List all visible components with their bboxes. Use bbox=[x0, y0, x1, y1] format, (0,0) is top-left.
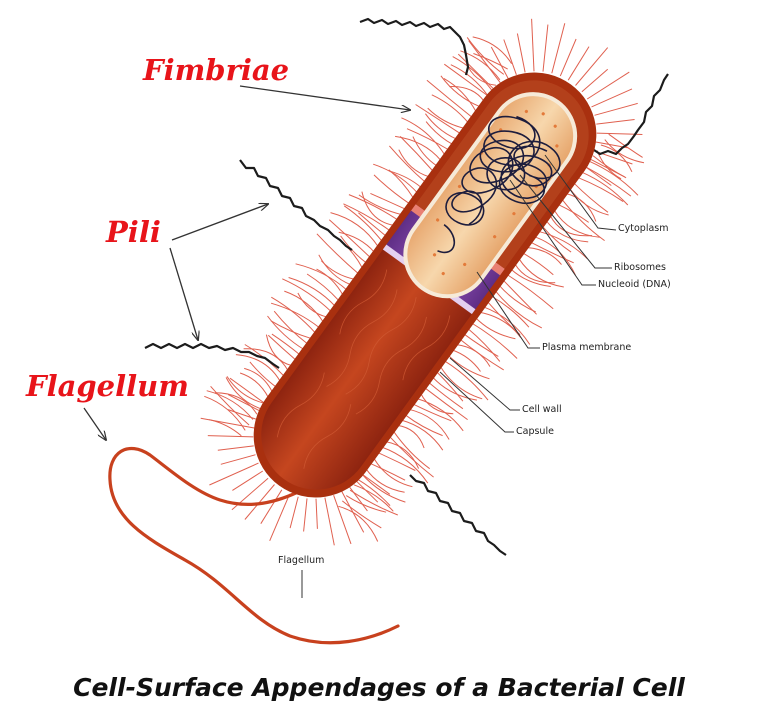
fimbria bbox=[504, 40, 517, 75]
fimbria bbox=[389, 170, 414, 199]
fimbria bbox=[596, 120, 634, 125]
fimbria bbox=[250, 362, 277, 387]
fimbria bbox=[399, 150, 430, 177]
fimbria bbox=[407, 129, 449, 150]
cell-wall-label: Cell wall bbox=[522, 405, 562, 415]
fimbria bbox=[592, 89, 633, 107]
bacterial-body bbox=[229, 46, 622, 522]
fimbria bbox=[321, 261, 355, 280]
fimbria bbox=[289, 278, 336, 307]
fimbria bbox=[589, 161, 638, 195]
fimbria bbox=[325, 498, 334, 546]
fimbria bbox=[304, 498, 307, 531]
fimbria bbox=[268, 316, 305, 350]
fimbria bbox=[515, 264, 556, 283]
fimbria bbox=[268, 335, 296, 360]
fimbria bbox=[208, 436, 254, 437]
fimbria bbox=[483, 307, 530, 345]
fimbria bbox=[401, 420, 443, 450]
fimbria bbox=[221, 455, 256, 465]
fimbria bbox=[296, 264, 348, 290]
pili-arrow-upper bbox=[172, 204, 268, 240]
fimbria bbox=[209, 420, 241, 436]
fimbria bbox=[331, 213, 379, 247]
fimbria bbox=[393, 431, 430, 469]
fimbria bbox=[374, 175, 410, 204]
fimbria bbox=[395, 136, 441, 160]
fimbria bbox=[341, 236, 367, 263]
fimbria bbox=[370, 463, 405, 480]
fimbria bbox=[534, 237, 575, 275]
flagellum-arrow bbox=[84, 408, 106, 440]
fimbria bbox=[444, 64, 488, 96]
fimbria bbox=[595, 103, 638, 115]
fimbria bbox=[530, 242, 573, 263]
pilus-bottom-right bbox=[410, 475, 506, 555]
fimbriae-arrow bbox=[240, 86, 410, 110]
diagram-caption: Cell-Surface Appendages of a Bacterial C… bbox=[0, 675, 758, 700]
ribosomes-label: Ribosomes bbox=[614, 263, 666, 273]
plasma-membrane-label: Plasma membrane bbox=[542, 343, 631, 353]
pilus-left-upper bbox=[240, 160, 352, 250]
fimbria bbox=[428, 108, 465, 128]
fimbria bbox=[389, 146, 425, 182]
fimbria bbox=[532, 19, 534, 72]
fimbria bbox=[587, 72, 629, 99]
flagellum-label: Flagellum bbox=[26, 372, 189, 401]
fimbria bbox=[460, 339, 504, 370]
fimbria bbox=[503, 280, 537, 315]
fimbria bbox=[209, 463, 258, 485]
fimbria bbox=[436, 372, 463, 402]
fimbria bbox=[526, 248, 561, 265]
capsule-label: Capsule bbox=[516, 427, 554, 437]
fimbria bbox=[576, 48, 608, 86]
fimbria bbox=[543, 25, 548, 72]
fimbria bbox=[232, 471, 262, 490]
fimbria bbox=[517, 34, 525, 73]
fimbria bbox=[333, 236, 362, 269]
fimbria bbox=[577, 177, 623, 201]
fimbria bbox=[426, 122, 453, 145]
fimbria bbox=[523, 253, 554, 275]
fimbria bbox=[593, 156, 626, 178]
fimbria bbox=[421, 393, 454, 414]
fimbria bbox=[519, 258, 564, 287]
pili-label: Pili bbox=[106, 218, 161, 247]
fimbria bbox=[236, 355, 281, 382]
fimbria bbox=[350, 490, 398, 515]
fimbria bbox=[284, 291, 323, 322]
cytoplasm-label: Cytoplasm bbox=[618, 224, 669, 234]
fimbria bbox=[344, 206, 382, 242]
fimbria bbox=[343, 204, 390, 231]
fimbria bbox=[397, 425, 424, 448]
pili-arrow-lower bbox=[170, 248, 198, 340]
fimbria bbox=[349, 195, 398, 221]
fimbria bbox=[405, 415, 443, 436]
fimbria bbox=[316, 499, 317, 529]
nucleoid-label: Nucleoid (DNA) bbox=[598, 280, 671, 290]
fimbria bbox=[568, 47, 589, 81]
fimbria bbox=[511, 269, 551, 287]
fimbria bbox=[358, 213, 386, 236]
fimbria bbox=[452, 350, 481, 372]
flagellum-small-label: Flagellum bbox=[278, 556, 324, 566]
fimbria bbox=[245, 345, 285, 377]
fimbriae-label: Fimbriae bbox=[143, 56, 289, 85]
pilus-top bbox=[360, 19, 468, 75]
fimbria bbox=[546, 221, 588, 242]
fimbria bbox=[290, 497, 298, 528]
fimbria bbox=[211, 386, 250, 425]
fimbria bbox=[552, 23, 565, 73]
fimbria bbox=[400, 136, 433, 171]
fimbria bbox=[473, 54, 507, 70]
fimbria bbox=[570, 188, 609, 215]
fimbria bbox=[218, 446, 254, 450]
pilus-left-lower bbox=[145, 344, 279, 368]
fimbria bbox=[334, 495, 351, 544]
